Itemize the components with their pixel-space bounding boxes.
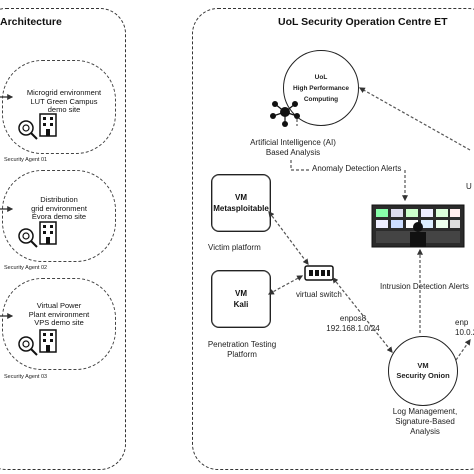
site-3-line-3: VPS demo site xyxy=(34,318,84,327)
soc-monitor-wall-icon xyxy=(371,204,465,248)
switch-to-onion-connector xyxy=(332,277,393,353)
kali-to-switch-connector xyxy=(267,275,304,295)
site-3-description: Virtual Power Plant environment VPS demo… xyxy=(14,301,104,328)
ai-analysis-label: Artificial Intelligence (AI) Based Analy… xyxy=(238,138,348,158)
architecture-title: Architecture xyxy=(0,16,62,28)
virtual-switch-icon xyxy=(304,265,334,281)
ai-network-icon xyxy=(270,101,300,127)
soc-title: UoL Security Operation Centre ET xyxy=(278,16,448,28)
vm-metasploitable-line-1: VM xyxy=(235,193,247,202)
log-management-label: Log Management, Signature-Based Analysis xyxy=(380,407,470,437)
security-onion-line-2: Security Onion xyxy=(396,371,450,380)
site-3-line-1: Virtual Power xyxy=(36,301,82,310)
site-1-description: Microgrid environment LUT Green Campus d… xyxy=(14,88,114,115)
site-2-line-1: Distribution xyxy=(40,195,78,204)
enp-cut-line-2: 10.0.2 xyxy=(455,328,474,337)
anomaly-alerts-label: Anomaly Detection Alerts xyxy=(312,164,402,173)
security-agent-3-label: Security Agent 03 xyxy=(4,374,48,380)
pentest-line-2: Platform xyxy=(227,350,257,359)
vm-metasploitable: VM Metasploitable xyxy=(211,174,271,232)
pentest-line-1: Penetration Testing xyxy=(207,340,277,349)
vm-kali: VM Kali xyxy=(211,270,271,328)
site-2-line-2: grid environment xyxy=(31,203,87,213)
ai-label-line-1: Artificial Intelligence (AI) xyxy=(250,138,336,147)
cut-label-right: U xyxy=(466,182,472,191)
site-box-3 xyxy=(2,278,116,370)
hpc-line-3: Computing xyxy=(303,95,339,103)
log-line-1: Log Management, xyxy=(392,407,458,416)
architecture-panel xyxy=(0,8,126,470)
ai-to-anomaly-connector xyxy=(290,160,310,171)
hpc-line-1: UoL xyxy=(314,73,328,81)
site-1-line-3: demo site xyxy=(47,105,81,114)
site-3-line-2: Plant environment xyxy=(28,309,90,319)
site-box-1 xyxy=(2,60,116,154)
magnifier-gear-icon xyxy=(18,228,38,248)
site-2-icons xyxy=(0,206,57,248)
intrusion-alerts-label: Intrusion Detection Alerts xyxy=(380,282,469,291)
right-to-hpc-connector xyxy=(358,87,471,151)
magnifier-gear-icon xyxy=(18,336,38,356)
metasploitable-to-switch-connector xyxy=(268,211,309,265)
log-line-2: Signature-Based xyxy=(395,417,455,426)
site-2-description: Distribution grid environment Évora demo… xyxy=(14,195,104,222)
vm-metasploitable-line-2: Metasploitable xyxy=(213,204,269,213)
virtual-switch-label: virtual switch xyxy=(296,290,342,299)
security-onion-line-1: VM xyxy=(417,361,429,370)
onion-to-right-connector xyxy=(455,339,471,361)
vm-kali-line-1: VM xyxy=(235,289,247,298)
site-1-line-2: LUT Green Campus xyxy=(30,96,98,106)
building-icon xyxy=(39,329,57,353)
victim-platform-label: Victim platform xyxy=(208,243,261,252)
site-box-2 xyxy=(2,170,116,262)
vm-kali-line-2: Kali xyxy=(233,300,249,309)
ai-label-line-2: Based Analysis xyxy=(265,148,321,157)
hpc-line-2: High Performance xyxy=(293,84,349,92)
site-2-line-3: Évora demo site xyxy=(31,212,87,221)
building-icon xyxy=(39,221,57,245)
log-line-3: Analysis xyxy=(410,427,440,436)
enp-cut-line-1: enp xyxy=(455,318,469,327)
soc-panel xyxy=(192,8,474,470)
site-1-icons xyxy=(0,94,57,140)
connectors xyxy=(267,87,471,361)
security-agent-1-label: Security Agent 01 xyxy=(4,157,48,163)
security-agent-2-label: Security Agent 02 xyxy=(4,265,48,271)
magnifier-gear-icon xyxy=(18,120,38,140)
vm-security-onion: VM Security Onion xyxy=(388,336,458,406)
enp-cut-label: enp 10.0.2 xyxy=(455,318,474,338)
site-3-icons xyxy=(0,313,57,356)
building-icon xyxy=(39,113,57,137)
pentest-platform-label: Penetration Testing Platform xyxy=(201,340,283,360)
site-1-line-1: Microgrid environment xyxy=(26,88,102,97)
